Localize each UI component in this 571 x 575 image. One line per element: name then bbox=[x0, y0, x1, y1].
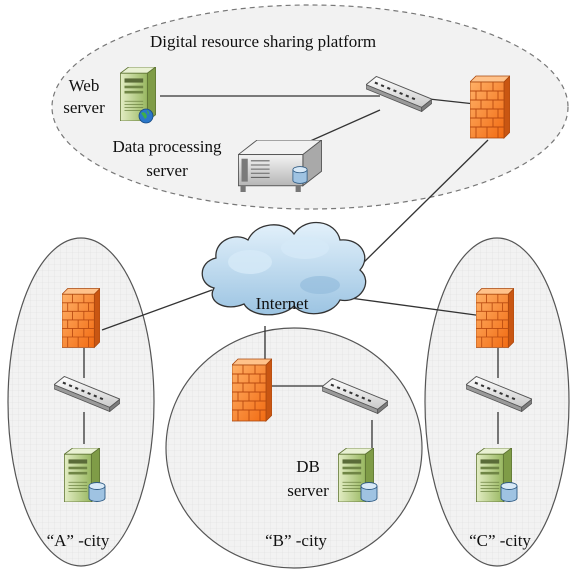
web-server-label-line1: Web bbox=[69, 76, 100, 95]
city-b-db-server-icon bbox=[338, 448, 378, 502]
db-server-label-line1: DB bbox=[296, 457, 320, 476]
internet-label: Internet bbox=[256, 294, 309, 313]
globe-icon bbox=[138, 108, 154, 124]
city-c-zone bbox=[424, 237, 570, 567]
database-icon bbox=[360, 482, 378, 502]
city-c-label: “C” -city bbox=[469, 531, 531, 550]
data-server-label-line1: Data processing bbox=[112, 137, 222, 156]
city-b-zone bbox=[165, 327, 423, 569]
city-b-label: “B” -city bbox=[265, 531, 327, 550]
web-server-label-line2: server bbox=[63, 98, 105, 117]
platform-firewall-icon bbox=[470, 75, 510, 139]
platform-title: Digital resource sharing platform bbox=[150, 32, 376, 51]
database-icon bbox=[500, 482, 518, 502]
data-server-label-line2: server bbox=[146, 161, 188, 180]
city-b-firewall-icon bbox=[232, 358, 272, 422]
web-server-icon bbox=[120, 67, 156, 124]
cloud-icon bbox=[201, 221, 367, 316]
db-server-label-line2: server bbox=[287, 481, 329, 500]
network-links bbox=[83, 95, 499, 452]
database-icon bbox=[292, 166, 308, 184]
city-a-firewall-icon bbox=[62, 288, 100, 348]
city-a-db-server-icon bbox=[64, 448, 106, 502]
platform-zone bbox=[51, 4, 569, 210]
city-c-firewall-icon bbox=[476, 288, 514, 348]
city-a-label: “A” -city bbox=[47, 531, 110, 550]
city-c-db-server-icon bbox=[476, 448, 518, 502]
database-icon bbox=[88, 482, 106, 502]
city-a-zone bbox=[7, 237, 155, 567]
